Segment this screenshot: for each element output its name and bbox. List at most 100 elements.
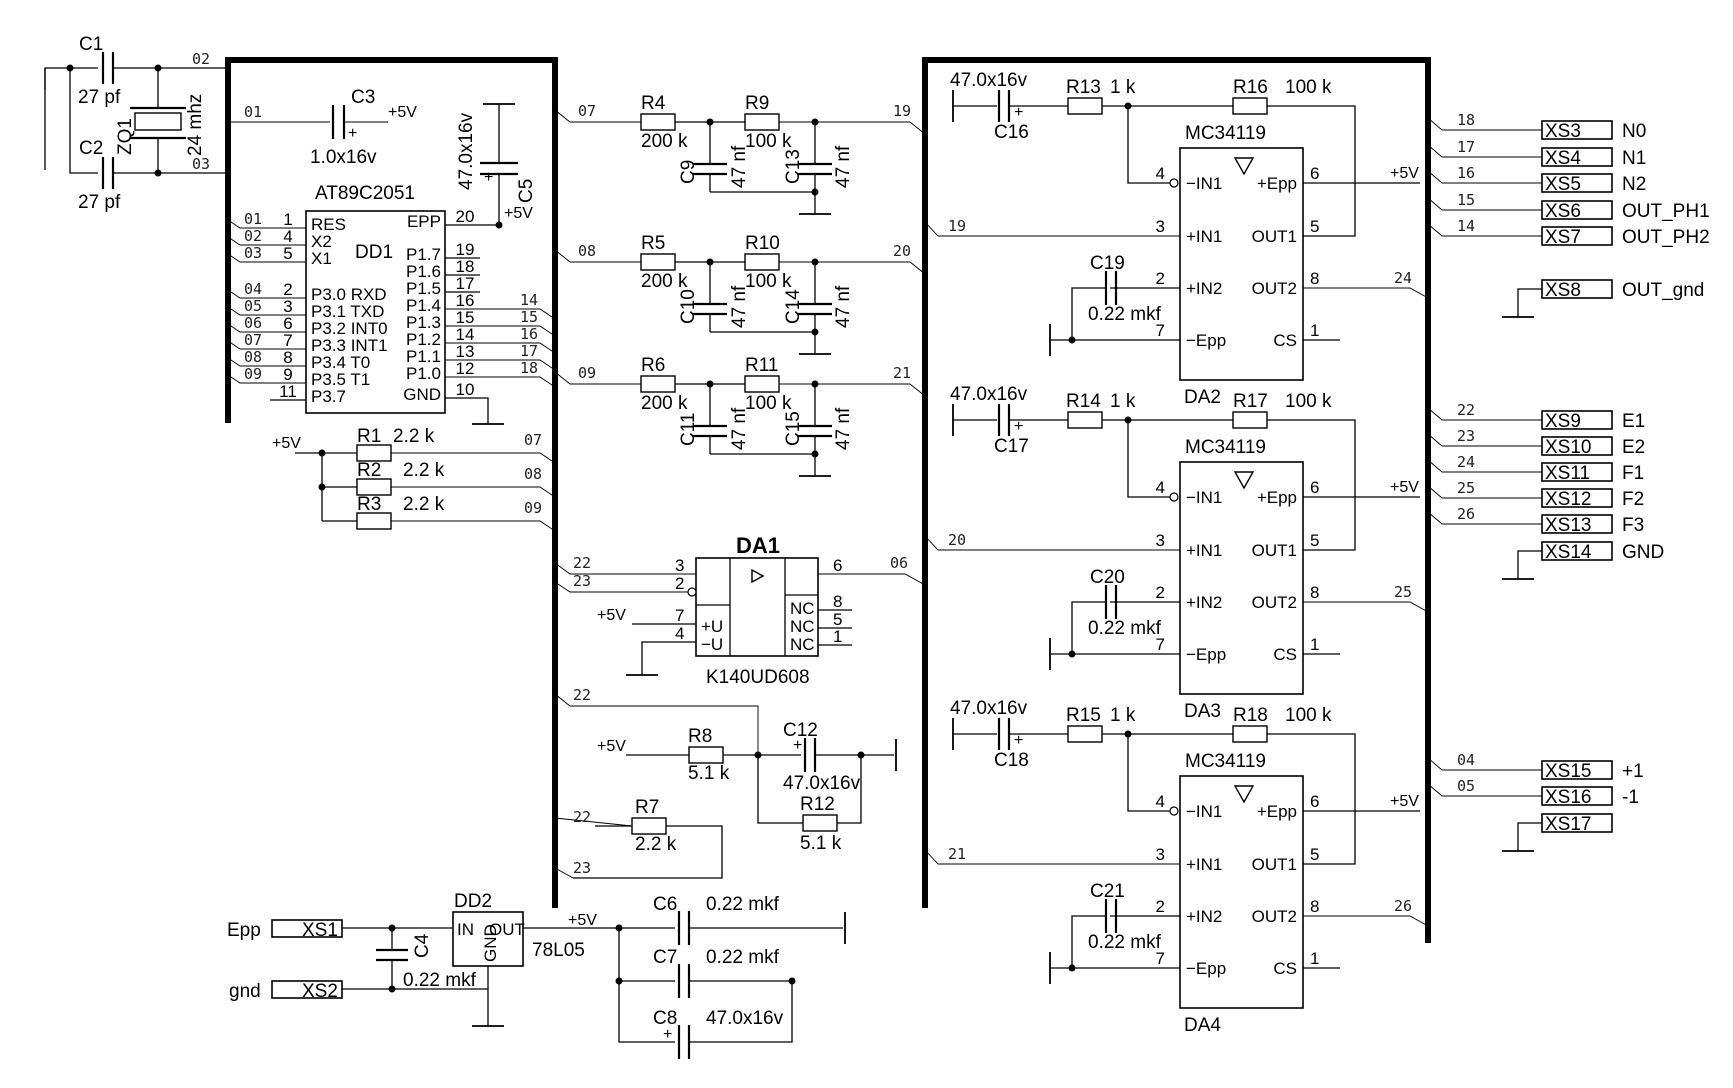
pin-name: +IN1 (1186, 227, 1222, 246)
xs1-ref: XS1 (302, 920, 338, 941)
wire (1127, 734, 1170, 812)
pin-number: 8 (833, 592, 842, 611)
wire (227, 306, 306, 316)
capacitor-ref: C9 (678, 160, 699, 184)
capacitor-ref: C13 (783, 149, 804, 184)
c2-value: 27 pf (78, 192, 121, 213)
opamp-symbol (1233, 785, 1255, 804)
resistor-ref: R1 (357, 426, 381, 447)
wire (391, 486, 556, 498)
connector-signal: N0 (1622, 121, 1646, 142)
resistor (1067, 411, 1103, 429)
net-label: 22 (1457, 401, 1475, 419)
net-label: 19 (893, 102, 911, 120)
r7-ref: R7 (635, 797, 659, 818)
pin-name: +IN2 (1186, 279, 1222, 298)
net-label: 21 (893, 364, 911, 382)
pin-name: P1.7 (406, 245, 441, 264)
resistor-value: 100 k (1285, 705, 1332, 726)
wire (391, 520, 556, 532)
pin-number: 6 (1310, 478, 1319, 497)
wire (227, 236, 306, 246)
net-label: 08 (524, 465, 542, 483)
power-supply: Epp XS1 gnd XS2 C4 0.22 mkf DD2 78L05 IN… (227, 891, 846, 1059)
supply-label: +5V (1390, 165, 1419, 182)
da1-label: NC (790, 617, 815, 636)
pin-number: 2 (283, 280, 292, 299)
capacitor-value: 47 nf (833, 285, 854, 328)
pin-number: 5 (1310, 845, 1319, 864)
pin-name: P3.1 TXD (311, 302, 384, 321)
wire (227, 374, 306, 384)
wire (1427, 407, 1542, 421)
net-label: 06 (244, 314, 262, 332)
connector-signal: F3 (1622, 515, 1644, 536)
capacitor-value: 0.22 mkf (1088, 932, 1162, 953)
capacitor-ref: C10 (678, 289, 699, 324)
connector-signal: -1 (1622, 787, 1639, 808)
pin-number: 7 (1156, 635, 1165, 654)
wire (227, 340, 306, 350)
driver-ref: DA4 (1184, 1015, 1221, 1036)
supply-label: +5V (568, 912, 597, 929)
audio-drivers: +MC34119DA2−IN14+IN13+IN22−Epp719C190.22… (924, 70, 1429, 1036)
pin-name: −Epp (1186, 959, 1226, 978)
pin-number: 2 (675, 574, 684, 593)
pin-number: 10 (456, 380, 475, 399)
wire (391, 452, 556, 464)
connector-signal: E1 (1622, 411, 1645, 432)
reg-out-label: OUT (489, 920, 525, 939)
capacitor-value: 47 nf (729, 145, 750, 188)
pin-name: −IN1 (1186, 802, 1222, 821)
pin-name: −IN1 (1186, 174, 1222, 193)
pin-name: +Epp (1257, 802, 1297, 821)
pin-number: 5 (1310, 217, 1319, 236)
pin-name: P3.7 (311, 387, 346, 406)
c2-ref: C2 (79, 138, 103, 159)
resistor-ref: R10 (745, 233, 780, 254)
wire (1303, 287, 1429, 299)
capacitor-ref: C17 (994, 436, 1029, 457)
resistor-ref: R15 (1066, 705, 1101, 726)
pin-number: 4 (1156, 478, 1165, 497)
svg-text:+: + (663, 1026, 672, 1043)
net-label: 02 (192, 50, 210, 68)
pin-name: +IN2 (1186, 907, 1222, 926)
connector-signal: OUT_PH1 (1622, 201, 1710, 222)
resistor-value: 100 k (745, 271, 792, 292)
c7-ref: C7 (653, 947, 677, 968)
wire (1127, 420, 1170, 498)
pin-number: 12 (456, 359, 475, 378)
net-label: 25 (1394, 583, 1412, 601)
wire (227, 253, 306, 263)
pin-name: OUT2 (1252, 593, 1297, 612)
c3-value: 1.0x16v (310, 147, 377, 168)
wire (1303, 915, 1429, 927)
connector-ref: XS3 (1545, 121, 1581, 142)
resistor-ref: R3 (357, 494, 381, 515)
wire (554, 249, 641, 263)
pin-number: 19 (456, 240, 475, 259)
supply-label: +5V (1390, 479, 1419, 496)
pin-name: P3.0 RXD (311, 285, 387, 304)
net-label: 19 (948, 217, 966, 235)
connector-ref: XS5 (1545, 174, 1581, 195)
net-label: 18 (520, 359, 538, 377)
connector-ref: XS16 (1545, 787, 1591, 808)
wire (924, 221, 1180, 237)
net-label: 20 (948, 531, 966, 549)
bias-network: 22 + +5V R8 5.1 k C12 47.0x16v R12 5.1 k… (554, 686, 897, 879)
da1-label: −U (701, 635, 723, 654)
pin-name: P1.6 (406, 262, 441, 281)
capacitor-ref: C14 (783, 289, 804, 324)
wire (445, 359, 556, 371)
c8-ref: C8 (653, 1008, 677, 1029)
c1-value: 27 pf (78, 87, 121, 108)
pin-number: 1 (1310, 321, 1319, 340)
mcu-ref: DD1 (355, 242, 393, 263)
connector-signal: GND (1622, 542, 1664, 563)
net-label: 22 (573, 808, 591, 826)
resistor-ref: R11 (745, 355, 778, 376)
